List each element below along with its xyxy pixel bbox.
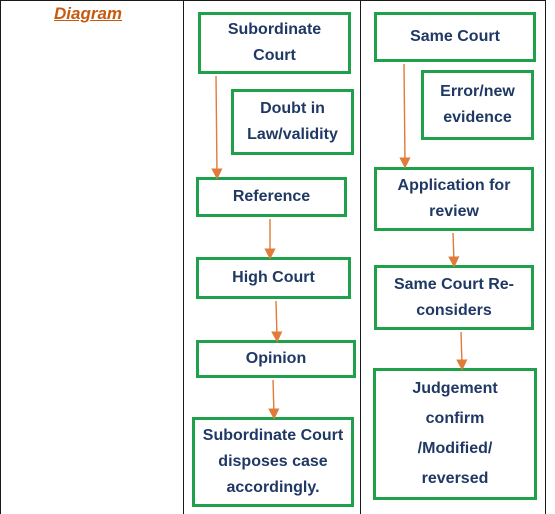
- diagram-heading: Diagram: [54, 4, 123, 23]
- arrow-same-court-to-application: [399, 63, 411, 169]
- arrow-reconsiders-to-judgement: [456, 331, 468, 371]
- arrow-application-to-reconsiders: [448, 232, 460, 268]
- arrow-high-court-to-opinion: [271, 300, 283, 343]
- box-same-court: Same Court: [374, 12, 536, 62]
- box-error-evidence: Error/new evidence: [421, 70, 534, 140]
- box-reconsiders: Same Court Re-considers: [374, 265, 534, 330]
- box-subordinate-court: Subordinate Court: [198, 12, 351, 74]
- box-application-review: Application for review: [374, 167, 534, 231]
- arrow-subordinate-to-reference: [211, 75, 223, 180]
- table-border-left: [0, 0, 1, 514]
- box-reference: Reference: [196, 177, 347, 217]
- box-doubt-in-law: Doubt in Law/validity: [231, 89, 354, 155]
- table-border-top: [0, 0, 546, 1]
- table-border-right: [545, 0, 546, 514]
- box-disposal: Subordinate Court disposes case accordin…: [192, 417, 354, 507]
- arrow-opinion-to-disposal: [268, 379, 280, 420]
- box-opinion: Opinion: [196, 340, 356, 378]
- box-high-court: High Court: [196, 257, 351, 299]
- table-divider-2: [360, 0, 361, 514]
- box-judgement: Judgement confirm /Modified/ reversed: [373, 368, 537, 500]
- table-divider-1: [183, 0, 184, 514]
